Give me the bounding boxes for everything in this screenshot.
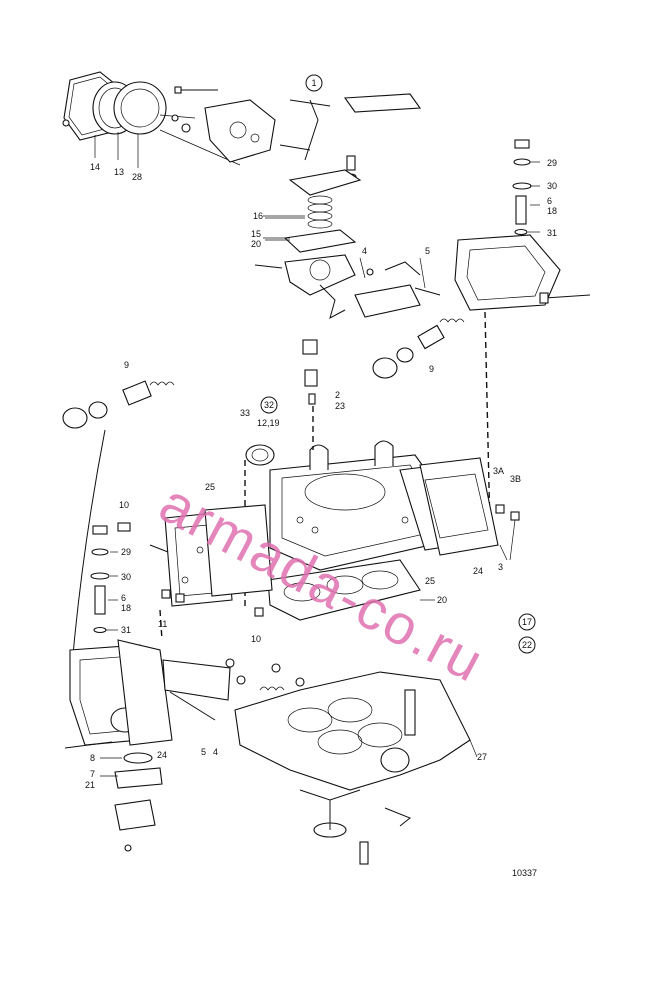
callout-25-right: 25: [425, 576, 435, 586]
callout-23: 23: [335, 401, 345, 411]
callout-5-top: 5: [425, 246, 430, 256]
carburetor-main-body: [244, 339, 441, 610]
callout-30-left: 30: [121, 572, 131, 582]
callout-2: 2: [335, 390, 340, 400]
callout-29-left: 29: [121, 547, 131, 557]
callout-10-upper: 10: [119, 500, 129, 510]
callout-3B: 3B: [510, 474, 521, 484]
callout-circle: [260, 396, 278, 414]
callout-18-left: 18: [121, 603, 131, 613]
callout-17: 17: [522, 617, 532, 627]
callout-32: 32: [264, 400, 274, 410]
float-assembly-top: [354, 261, 441, 318]
callout-30-right: 30: [547, 181, 557, 191]
callout-25-left: 25: [205, 482, 215, 492]
callout-5-bottom: 5: [201, 747, 206, 757]
callout-9-left: 9: [124, 360, 129, 370]
callout-14: 14: [90, 162, 100, 172]
callout-8: 8: [90, 753, 95, 763]
callout-6-left: 6: [121, 593, 126, 603]
figure-number: 10337: [512, 868, 537, 878]
callout-16: 16: [253, 211, 263, 221]
callout-6-right: 6: [547, 196, 552, 206]
callout-4-top: 4: [362, 246, 367, 256]
callout-11: 11: [158, 619, 167, 629]
main-body-gasket: [267, 559, 421, 621]
callout-28: 28: [132, 172, 142, 182]
callout-7: 7: [90, 769, 95, 779]
callout-labels: 1 14 13 28 16 15 20 4 5 29 30 6 18 31 9 …: [85, 74, 557, 878]
callout-27: 27: [477, 752, 487, 762]
callout-13: 13: [114, 167, 124, 177]
callout-12-19: 12,19: [257, 418, 280, 428]
callout-31-left: 31: [121, 625, 131, 635]
callout-15: 15: [251, 229, 261, 239]
callout-18-right: 18: [547, 206, 557, 216]
callout-20-top: 20: [251, 239, 261, 249]
air-horn-gasket-assembly: [62, 71, 241, 168]
callout-circle: [518, 613, 536, 631]
throttle-base-plate: [225, 658, 471, 865]
needle-valve-left: [90, 525, 110, 634]
callout-29-right: 29: [547, 158, 557, 168]
needle-valve-parts: [372, 318, 465, 379]
callout-3: 3: [498, 562, 503, 572]
metering-block-left: [117, 504, 273, 617]
callout-1: 1: [311, 78, 316, 88]
leader-lines: [100, 161, 540, 777]
callout-22: 22: [522, 640, 532, 650]
callout-3A: 3A: [493, 466, 504, 476]
callout-21: 21: [85, 780, 95, 790]
callout-24-left: 24: [157, 750, 167, 760]
float-bowl-right: [454, 139, 591, 531]
callout-circle: [305, 74, 323, 92]
callout-circle: [518, 636, 536, 654]
pump-parts-left: [62, 380, 175, 691]
callout-20-mid: 20: [437, 595, 447, 605]
callout-24-right: 24: [473, 566, 483, 576]
metering-block-right: [399, 457, 520, 556]
callout-33: 33: [240, 408, 250, 418]
callout-4-bottom: 4: [213, 747, 218, 757]
pump-diaphragm-assembly: [254, 155, 362, 319]
callout-10-lower: 10: [251, 634, 261, 644]
float-bowl-left: [64, 609, 231, 852]
callout-31-right: 31: [547, 228, 557, 238]
callout-9-right: 9: [429, 364, 434, 374]
throttle-linkage-top: [159, 86, 422, 163]
